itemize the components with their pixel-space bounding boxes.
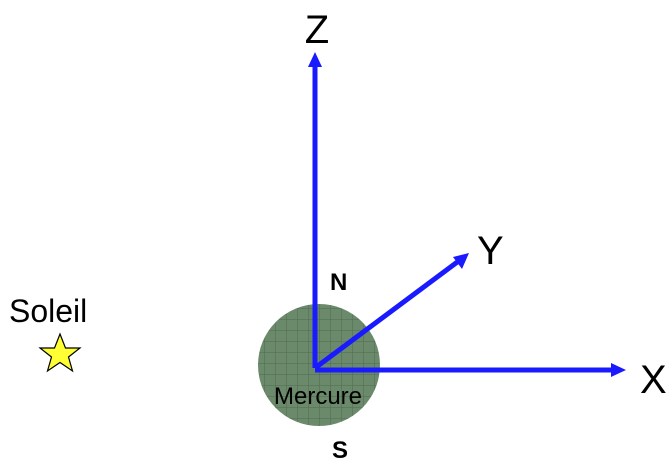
south-pole-label: S	[332, 437, 348, 464]
star-icon	[38, 332, 82, 373]
north-pole-label: N	[330, 269, 347, 296]
x-axis-label: X	[640, 358, 667, 402]
sun-label: Soleil	[9, 293, 87, 329]
y-axis	[313, 253, 469, 371]
mercury-label: Mercure	[274, 383, 362, 410]
z-axis-label: Z	[305, 8, 329, 52]
x-axis	[315, 363, 626, 377]
y-axis-label: Y	[477, 229, 504, 273]
z-axis	[308, 52, 322, 368]
z-axis-arrowhead	[308, 52, 322, 67]
y-axis-arrowhead	[453, 253, 469, 269]
x-axis-arrowhead	[611, 363, 626, 377]
